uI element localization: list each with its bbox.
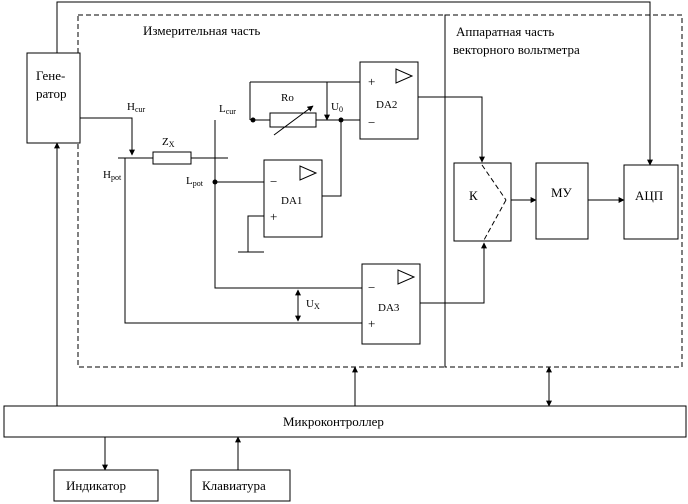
- ux-label: UX: [306, 298, 320, 311]
- wire-da3-to-k: [420, 242, 487, 304]
- hcur-label: Hcur: [127, 101, 146, 114]
- wire-generator-to-adc: [56, 1, 653, 166]
- da2-block: + − DA2: [359, 61, 419, 140]
- svg-text:АЦП: АЦП: [635, 188, 663, 203]
- microcontroller-block: Микроконтроллер: [3, 405, 687, 438]
- svg-text:Микроконтроллер: Микроконтроллер: [283, 414, 384, 429]
- da3-block: − + DA3: [361, 263, 421, 345]
- svg-text:Клавиатура: Клавиатура: [202, 478, 266, 493]
- wire-hpot-to-da3: [124, 158, 362, 324]
- svg-text:ратор: ратор: [36, 86, 66, 101]
- lpot-label: Lpot: [186, 175, 204, 188]
- svg-text:Гене-: Гене-: [36, 68, 65, 83]
- hardware-region-label-1: Аппаратная часть: [456, 24, 554, 39]
- svg-text:+: +: [270, 209, 277, 224]
- indicator-block: Индикатор: [53, 469, 159, 502]
- hpot-label: Hpot: [103, 169, 122, 182]
- svg-text:−: −: [368, 280, 375, 295]
- zx-resistor: [152, 151, 192, 165]
- svg-text:−: −: [270, 174, 277, 189]
- switch-k-block: К: [453, 162, 512, 242]
- zx-label: ZX: [162, 136, 175, 149]
- svg-text:−: −: [368, 115, 375, 130]
- hardware-region: [444, 14, 683, 368]
- measuring-region-label: Измерительная часть: [143, 23, 260, 38]
- lcur-label: Lcur: [219, 103, 236, 116]
- wire-da2-to-k: [418, 96, 485, 163]
- da1-block: − + DA1: [263, 159, 323, 238]
- svg-text:DA1: DA1: [281, 195, 302, 207]
- adc-block: АЦП: [623, 164, 679, 240]
- svg-text:+: +: [368, 74, 375, 89]
- mu-block: МУ: [535, 162, 589, 240]
- svg-text:МУ: МУ: [551, 185, 573, 200]
- ro-label: Ro: [281, 92, 294, 104]
- wire-hcur: [80, 117, 135, 156]
- svg-text:DA3: DA3: [378, 302, 400, 314]
- svg-text:+: +: [368, 316, 375, 331]
- svg-text:Индикатор: Индикатор: [66, 478, 126, 493]
- keyboard-block: Клавиатура: [190, 469, 291, 502]
- ro-resistor: [269, 112, 317, 128]
- svg-text:DA2: DA2: [376, 99, 397, 111]
- u0-label: U0: [331, 101, 343, 114]
- svg-text:К: К: [469, 188, 478, 203]
- generator-block: Гене- ратор: [26, 52, 81, 144]
- hardware-region-label-2: векторного вольтметра: [453, 42, 580, 57]
- ground-symbol: [247, 215, 264, 252]
